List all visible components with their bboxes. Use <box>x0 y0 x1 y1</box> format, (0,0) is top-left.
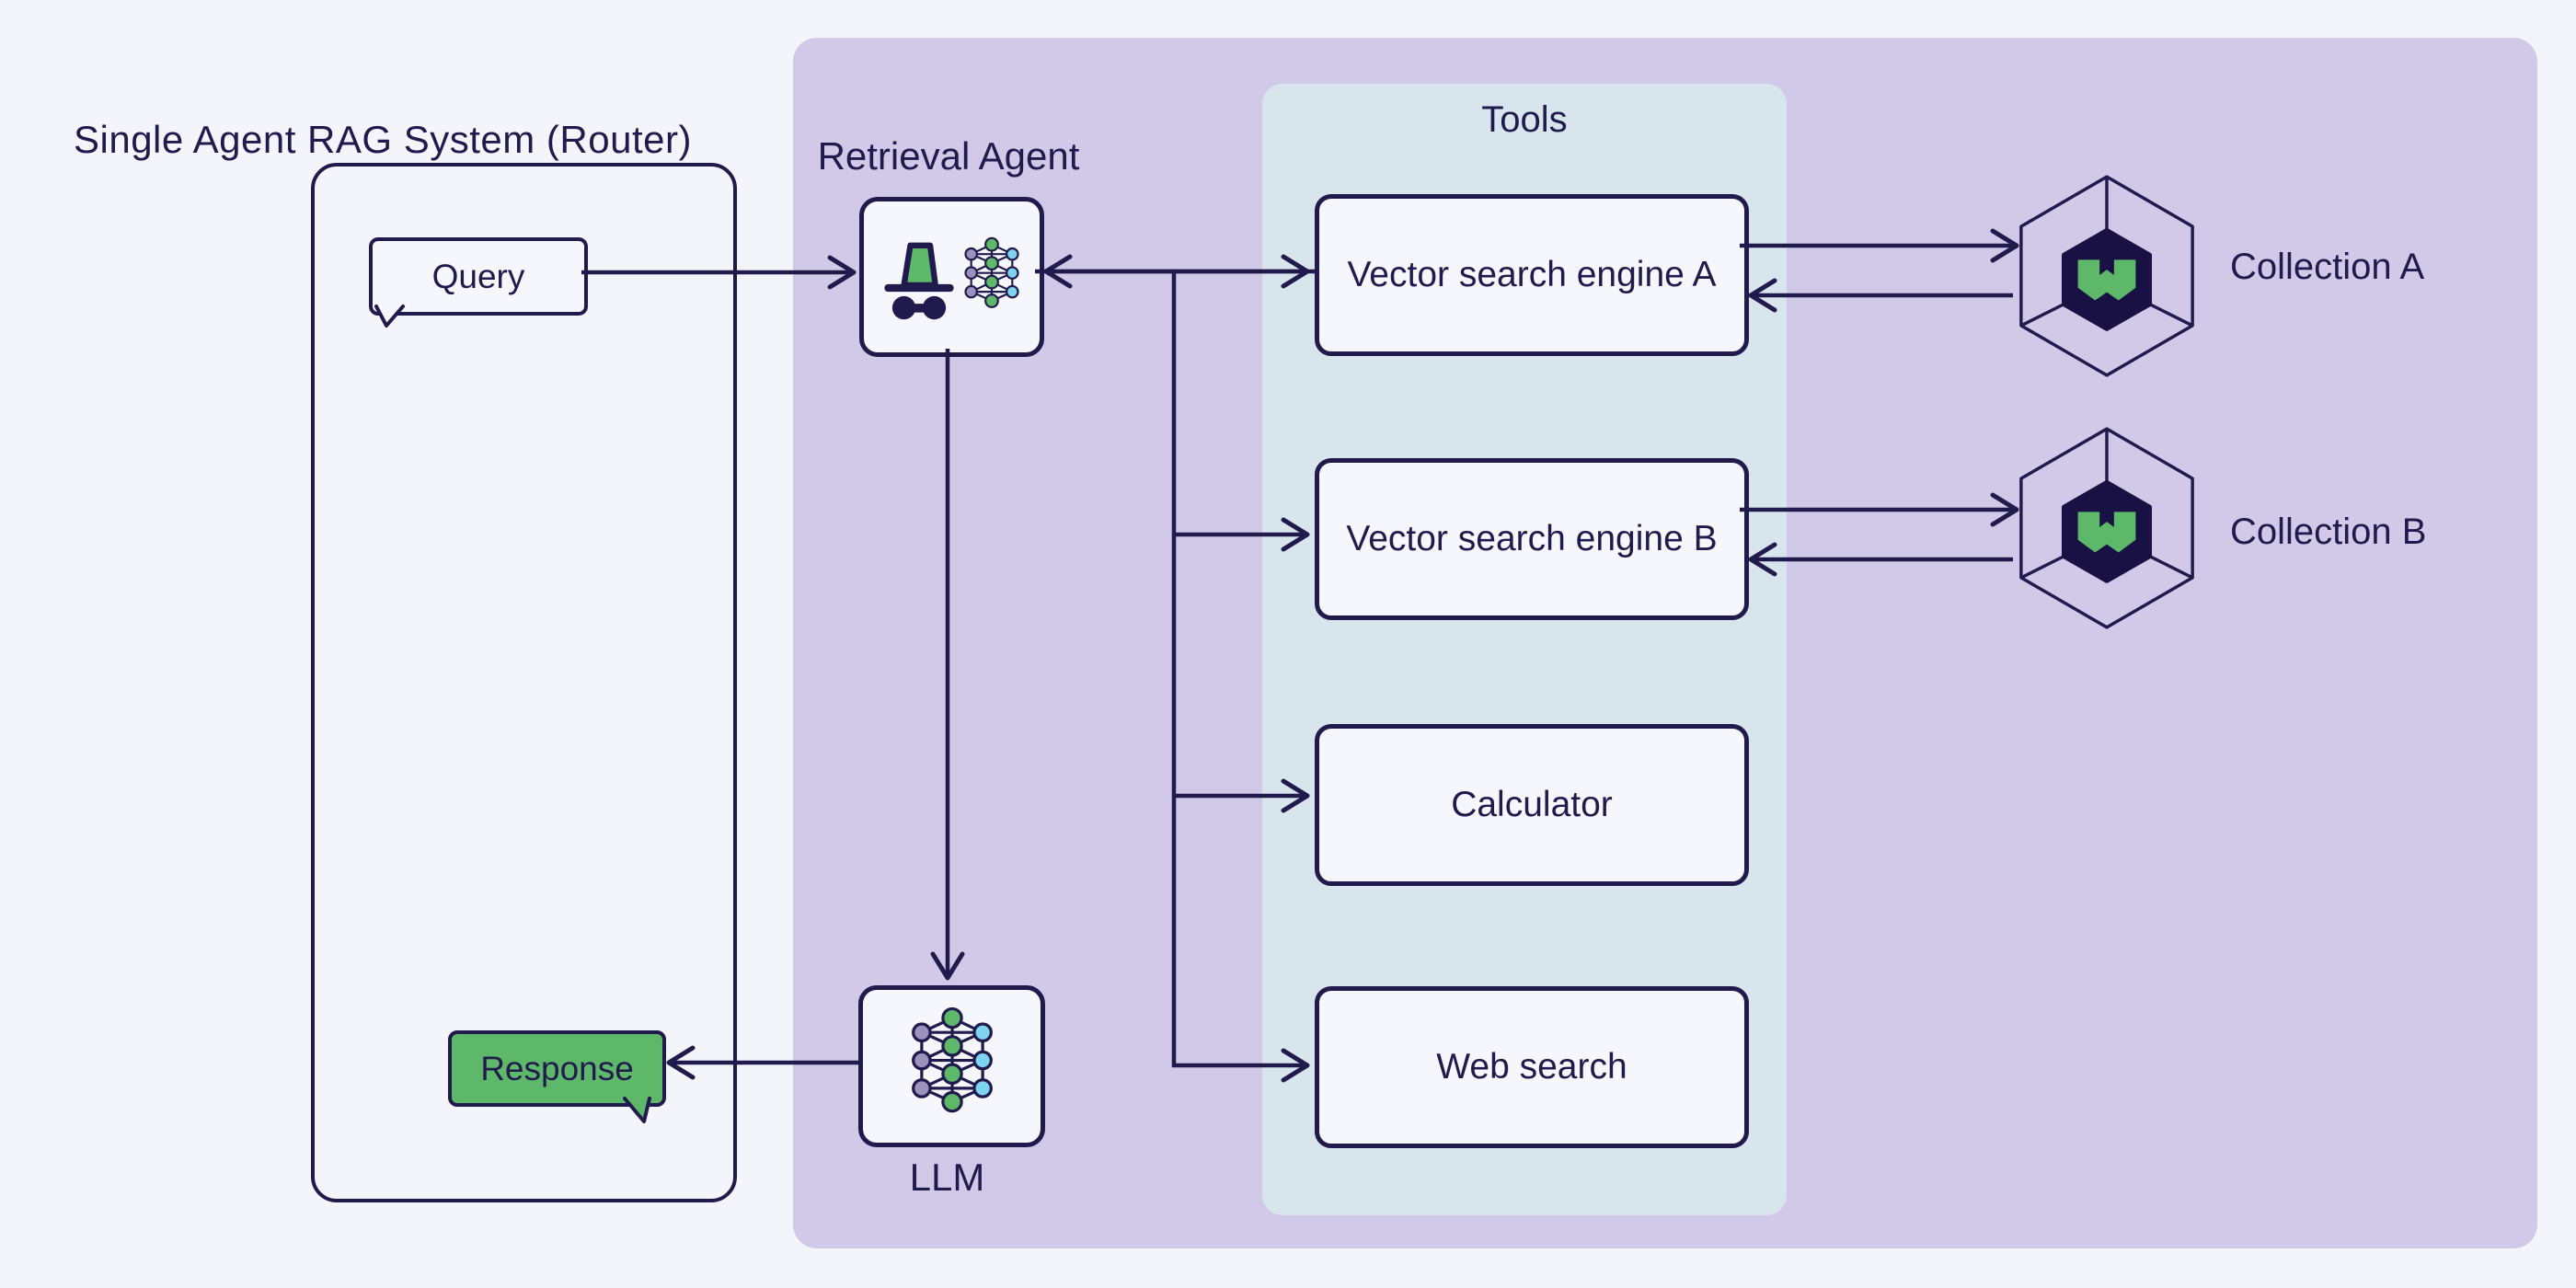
tool-vector-search-b: Vector search engine B <box>1315 458 1749 620</box>
llm-node <box>858 985 1045 1147</box>
collection-a-label: Collection A <box>2230 247 2425 287</box>
tool-web-search: Web search <box>1315 986 1749 1148</box>
tool-vector-search-a: Vector search engine A <box>1315 194 1749 356</box>
weaviate-hexagon-icon <box>2019 175 2194 377</box>
collection-b-label: Collection B <box>2230 512 2427 552</box>
neural-network-icon <box>963 236 1019 308</box>
retrieval-agent-node <box>859 197 1044 357</box>
llm-label: LLM <box>909 1156 985 1199</box>
response-bubble: Response <box>448 1030 666 1107</box>
retrieval-agent-label: Retrieval Agent <box>817 134 1080 178</box>
query-bubble: Query <box>369 237 588 316</box>
weaviate-hexagon-icon <box>2019 427 2194 629</box>
tools-panel-label: Tools <box>1481 99 1568 140</box>
tool-calculator: Calculator <box>1315 724 1749 886</box>
diagram-title: Single Agent RAG System (Router) <box>74 118 692 161</box>
neural-network-icon <box>911 1006 993 1113</box>
incognito-icon <box>883 242 954 320</box>
user-panel <box>311 163 737 1202</box>
